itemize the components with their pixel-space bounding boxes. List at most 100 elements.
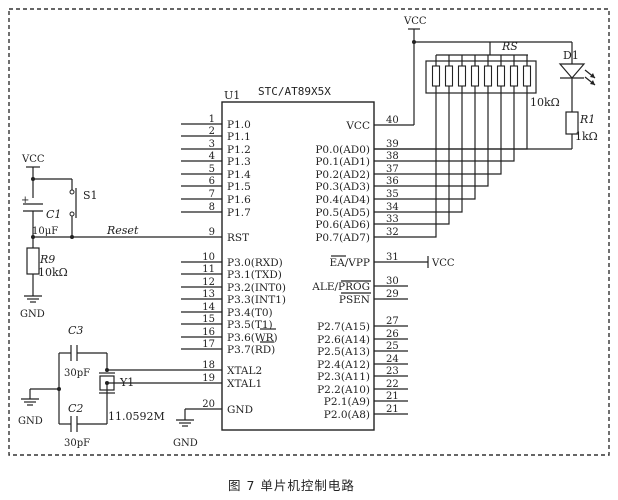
pin-number: 8: [209, 202, 215, 213]
pin-number: 35: [386, 189, 399, 200]
pin-number: 21: [386, 391, 399, 402]
pin-name: RST: [227, 232, 249, 244]
p0-wire: [374, 86, 489, 187]
pin-name: P2.0(A8): [324, 409, 370, 421]
p0-wire: [374, 86, 463, 213]
pin-name: EA/VPP: [330, 257, 371, 269]
chip-unit-label: U1: [224, 89, 240, 102]
pin-name: P1.3: [227, 156, 251, 168]
rs-element: [431, 65, 441, 87]
pin-number: 25: [386, 341, 399, 352]
pin-name: P0.7(AD7): [315, 232, 370, 244]
figure-caption: 图 7 单片机控制电路: [228, 478, 355, 493]
pin-name: P3.6(WR): [227, 332, 278, 344]
junction-xtal1: [105, 381, 109, 385]
pin-number: 3: [209, 139, 215, 150]
pin-name: XTAL1: [227, 378, 262, 390]
pin-name: ALE/PROG: [311, 281, 370, 293]
reset-label: Reset: [106, 224, 139, 237]
pin-name: P1.0: [227, 119, 251, 131]
pin-number: 18: [202, 360, 215, 371]
pin-number: 7: [209, 189, 215, 200]
led-label: D1: [563, 49, 579, 62]
junction-rst-s1: [70, 235, 74, 239]
vcc-left-label: VCC: [21, 154, 45, 165]
pin-name: GND: [227, 404, 253, 416]
r9-label: R9: [39, 253, 55, 266]
pin-name: P2.3(A11): [317, 371, 370, 383]
pin-number: 4: [209, 151, 215, 162]
led-icon: [558, 63, 586, 79]
pin-number: 13: [202, 289, 215, 300]
s1-label: S1: [83, 189, 98, 202]
pin-name: P0.3(AD3): [315, 181, 370, 193]
pin-name: XTAL2: [227, 365, 262, 377]
pin-number: 17: [202, 339, 215, 350]
gnd1-label: GND: [20, 309, 45, 320]
pin-number: 24: [386, 354, 399, 365]
pin-name: P3.1(TXD): [227, 269, 282, 281]
pin-name: P1.1: [227, 131, 251, 143]
pin-number: 21: [386, 404, 399, 415]
pin-number: 22: [386, 379, 399, 390]
led-ray-arrow-2: [590, 80, 595, 85]
y1-crystal: [99, 375, 115, 391]
pin-name: VCC: [345, 120, 370, 132]
p0-wire: [374, 86, 528, 150]
pin-number: 29: [386, 289, 399, 300]
pin-number: 27: [386, 316, 399, 327]
y1-label: Y1: [119, 376, 134, 389]
pin-number: 38: [386, 151, 399, 162]
p0-wire: [374, 86, 450, 225]
rs-label: RS: [501, 40, 518, 53]
led-ray-arrow-1: [590, 73, 595, 78]
pin-name: P1.5: [227, 181, 251, 193]
pin-number: 30: [386, 276, 399, 287]
gnd3-label: GND: [173, 438, 198, 449]
pin-number: 23: [386, 366, 399, 377]
pin-number: 34: [386, 202, 399, 213]
p0-wire: [374, 86, 515, 162]
pin-name: P2.7(A15): [317, 321, 370, 333]
pin-number: 19: [202, 373, 215, 384]
pin-name: P0.2(AD2): [315, 169, 370, 181]
pin-number: 5: [209, 164, 215, 175]
pin-number: 6: [209, 176, 215, 187]
pin-number: 37: [386, 164, 399, 175]
pin-name: P3.7(RD): [227, 344, 275, 356]
rs-package: [425, 60, 537, 94]
pin-name: P1.6: [227, 194, 251, 206]
pin-name: P2.6(A14): [317, 334, 370, 346]
pin-number: 10: [202, 252, 215, 263]
pin-name: P1.7: [227, 207, 251, 219]
pin-number: 12: [202, 277, 215, 288]
c3-label: C3: [68, 324, 83, 337]
c2-label: C2: [68, 402, 83, 415]
vcc-ea-label: VCC: [431, 258, 455, 269]
rs-element: [496, 65, 506, 87]
pin-number: 16: [202, 327, 215, 338]
gnd2-label: GND: [18, 416, 43, 427]
rs-element: [483, 65, 493, 87]
right-pin-group: 40VCC39P0.0(AD0)38P0.1(AD1)37P0.2(AD2)36…: [311, 115, 408, 421]
p0-wire: [374, 86, 437, 238]
rs-element: [522, 65, 532, 87]
pin-number: 36: [386, 176, 399, 187]
pin-name: PSEN: [339, 294, 370, 306]
junction-xtal-gnd: [57, 387, 61, 391]
pin-number: 20: [202, 399, 215, 410]
gnd-symbol-2: [21, 398, 39, 406]
pin-name: P0.6(AD6): [315, 219, 370, 231]
s1-contact-top: [69, 189, 75, 195]
pin-name: P0.1(AD1): [315, 156, 370, 168]
pin-name: P2.2(A10): [317, 384, 370, 396]
pin-number: 14: [202, 302, 215, 313]
pin-name: P0.0(AD0): [315, 144, 370, 156]
pin-number: 26: [386, 329, 399, 340]
pin-number: 33: [386, 214, 399, 225]
pin-number: 32: [386, 227, 399, 238]
r1-value: 1kΩ: [575, 130, 598, 143]
pin-name: P1.2: [227, 144, 251, 156]
y1-value: 11.0592M: [108, 410, 165, 423]
